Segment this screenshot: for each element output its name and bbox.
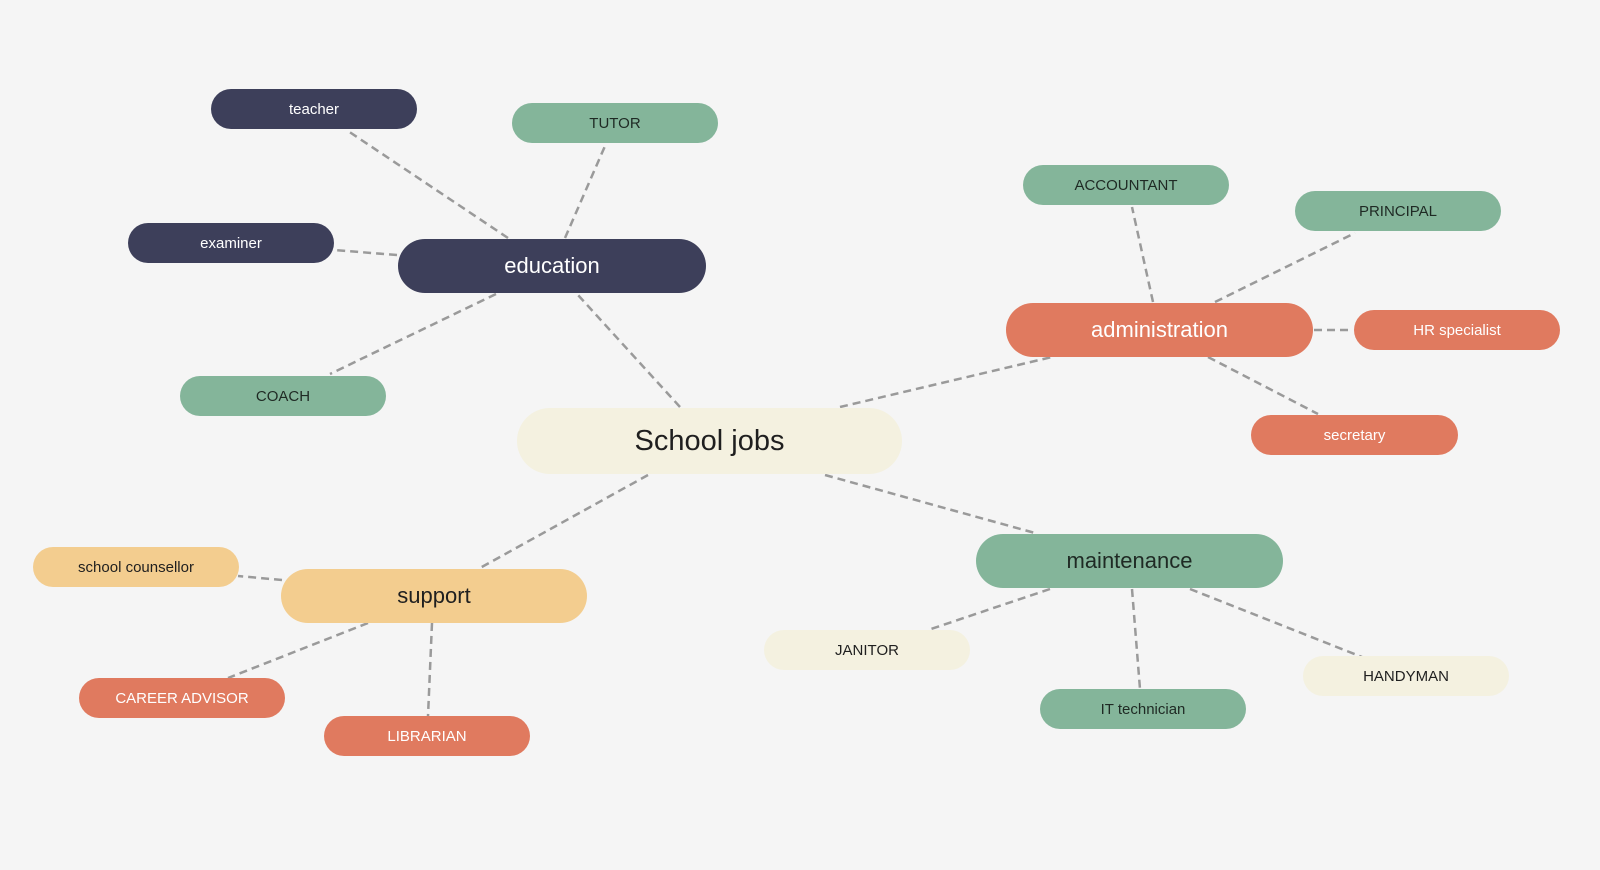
branch-node-administration[interactable]: administration	[1006, 303, 1313, 357]
leaf-node-hr-specialist[interactable]: HR specialist	[1354, 310, 1560, 350]
connector-education-examiner	[333, 248, 398, 257]
connector-maintenance-janitor	[927, 587, 1051, 632]
leaf-node-secretary[interactable]: secretary	[1251, 415, 1458, 455]
connector-administration-secretary	[1207, 355, 1319, 416]
connector-root-administration	[839, 355, 1053, 409]
leaf-node-examiner[interactable]: examiner	[128, 223, 334, 263]
connector-education-coach	[329, 292, 497, 376]
branch-node-support[interactable]: support	[281, 569, 587, 623]
branch-node-education[interactable]: education	[398, 239, 706, 293]
connector-education-teacher	[347, 129, 509, 240]
connector-root-education	[577, 294, 681, 408]
leaf-node-janitor[interactable]: JANITOR	[764, 630, 970, 670]
connector-support-librarian	[426, 622, 434, 717]
connector-support-career	[227, 621, 369, 680]
connector-root-support	[479, 473, 649, 570]
leaf-node-school-counsellor[interactable]: school counsellor	[33, 547, 239, 587]
leaf-node-teacher[interactable]: teacher	[211, 89, 417, 129]
connector-maintenance-handyman	[1189, 587, 1363, 659]
leaf-node-it-technician[interactable]: IT technician	[1040, 689, 1246, 729]
connector-maintenance-it	[1130, 588, 1142, 690]
connector-administration-principal	[1214, 231, 1356, 304]
connector-support-counsellor	[237, 574, 283, 582]
branch-node-maintenance[interactable]: maintenance	[976, 534, 1283, 588]
root-node[interactable]: School jobs	[517, 408, 902, 474]
leaf-node-librarian[interactable]: LIBRARIAN	[324, 716, 530, 756]
leaf-node-handyman[interactable]: HANDYMAN	[1303, 656, 1509, 696]
leaf-node-tutor[interactable]: TUTOR	[512, 103, 718, 143]
leaf-node-career-advisor[interactable]: CAREER ADVISOR	[79, 678, 285, 718]
connector-administration-accountant	[1130, 206, 1155, 303]
connector-root-maintenance	[824, 473, 1036, 535]
leaf-node-accountant[interactable]: ACCOUNTANT	[1023, 165, 1229, 205]
connector-education-tutor	[563, 145, 607, 239]
leaf-node-coach[interactable]: COACH	[180, 376, 386, 416]
leaf-node-principal[interactable]: PRINCIPAL	[1295, 191, 1501, 231]
